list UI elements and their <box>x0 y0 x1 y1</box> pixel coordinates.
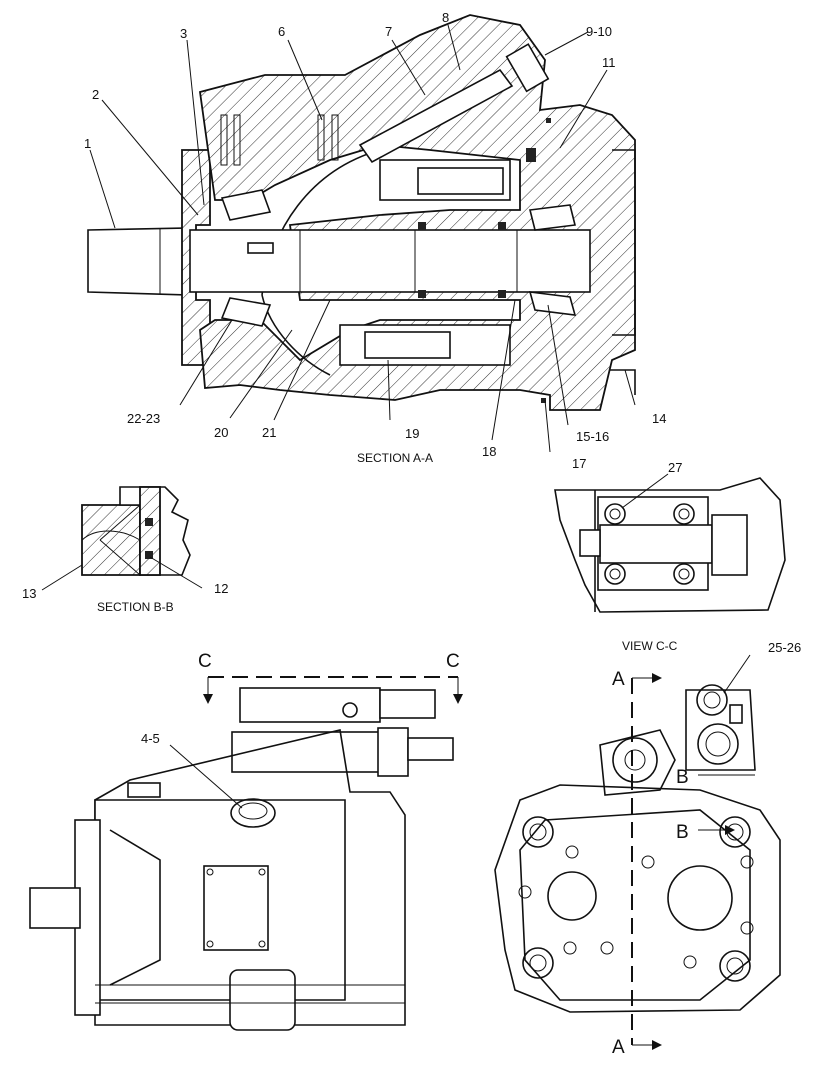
front-bearing-upper <box>220 189 272 221</box>
section-b-b-drawing: 13 12 SECTION B-B <box>22 486 228 614</box>
view-c-c-drawing: 27 VIEW C-C <box>554 460 786 653</box>
section-a-a-callouts: 1 2 3 6 7 8 9-10 11 14 15-16 17 18 19 21… <box>84 10 666 471</box>
callout-2: 2 <box>92 87 99 102</box>
callout-3: 3 <box>180 26 187 41</box>
callout-22-23: 22-23 <box>127 411 160 426</box>
section-mark-a-bottom: A <box>612 1037 625 1058</box>
section-mark-b-top: B <box>676 767 689 788</box>
caption-section-a-a: SECTION A-A <box>357 451 433 465</box>
main-shaft <box>189 229 591 293</box>
callout-21: 21 <box>262 425 276 440</box>
rear-bearing-upper <box>529 204 576 231</box>
callout-19: 19 <box>405 426 419 441</box>
callout-12: 12 <box>214 581 228 596</box>
callout-6: 6 <box>278 24 285 39</box>
callout-1: 1 <box>84 136 91 151</box>
callout-9-10: 9-10 <box>586 24 612 39</box>
callout-11: 11 <box>602 55 616 70</box>
callout-7: 7 <box>385 24 392 39</box>
callout-25-26: 25-26 <box>768 640 801 655</box>
callout-13: 13 <box>22 586 36 601</box>
pump-side-view: C C 4-5 <box>29 651 463 1031</box>
section-mark-b-bottom: B <box>676 822 689 843</box>
rear-bearing-lower <box>528 291 577 316</box>
springs <box>220 114 339 166</box>
pump-rear-view: A A B B 25-26 <box>494 640 801 1058</box>
callout-27: 27 <box>668 460 682 475</box>
callout-17: 17 <box>572 456 586 471</box>
caption-section-b-b: SECTION B-B <box>97 600 174 614</box>
callout-14: 14 <box>652 411 666 426</box>
callout-18: 18 <box>482 444 496 459</box>
control-piston <box>358 68 514 164</box>
section-mark-a-top: A <box>612 669 625 690</box>
front-bearing-lower <box>220 297 272 327</box>
section-a-a-drawing <box>87 14 636 411</box>
caption-view-c-c: VIEW C-C <box>622 639 678 653</box>
section-mark-c-left: C <box>198 651 212 672</box>
section-a-a-leaders <box>89 24 636 453</box>
callout-8: 8 <box>442 10 449 25</box>
section-mark-c-right: C <box>446 651 460 672</box>
drive-shaft <box>87 227 191 296</box>
callout-15-16: 15-16 <box>576 429 609 444</box>
pump-housing <box>198 14 636 411</box>
o-ring-seals <box>418 118 551 403</box>
callout-20: 20 <box>214 425 228 440</box>
callout-4-5: 4-5 <box>141 731 160 746</box>
